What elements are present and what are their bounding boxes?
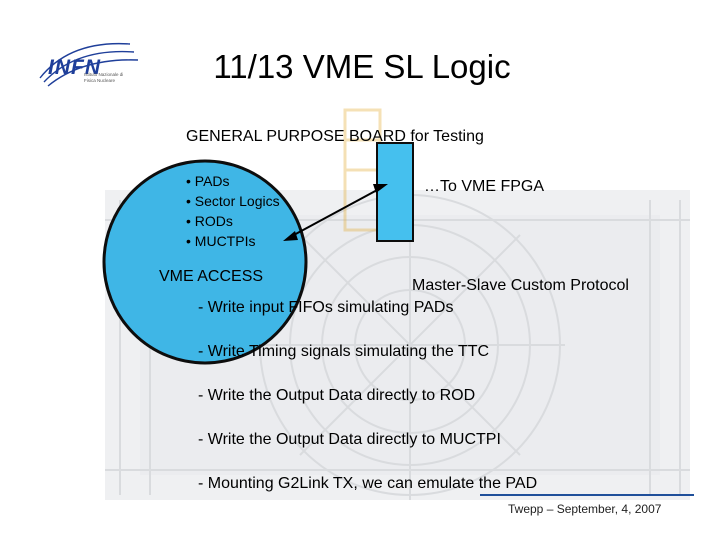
- vme-access-label: VME ACCESS: [159, 268, 264, 285]
- arrow-head-left: [283, 231, 298, 241]
- fpga-label: …To VME FPGA: [424, 178, 545, 195]
- target-item: • PADs: [186, 173, 230, 189]
- diagram-shapes: [102, 142, 414, 365]
- section-heading: GENERAL PURPOSE BOARD for Testing: [186, 128, 484, 145]
- target-list: • PADs • Sector Logics • RODs • MUCTPIs: [186, 171, 280, 251]
- target-item: • RODs: [186, 213, 233, 229]
- bullet-item: - Write Timing signals simulating the TT…: [198, 343, 490, 360]
- target-item: • Sector Logics: [186, 193, 280, 209]
- logo-name: INFN: [48, 56, 101, 79]
- vme-access-circle: [102, 159, 308, 365]
- logo-subtitle: Istituto Nazionale di Fisica Nucleare: [84, 72, 124, 83]
- arrow-head-right: [373, 184, 388, 193]
- bullet-item: - Write the Output Data directly to ROD: [198, 387, 476, 404]
- bullet-item: - Write input FIFOs simulating PADs: [198, 299, 454, 316]
- vme-fpga-box: [376, 142, 414, 242]
- connection-arrow: [291, 188, 380, 237]
- target-item: • MUCTPIs: [186, 233, 256, 249]
- page-title: 11/13 VME SL Logic: [213, 48, 511, 85]
- bullet-item: - Write the Output Data directly to MUCT…: [198, 431, 501, 448]
- infn-logo-icon: [39, 42, 139, 87]
- footer-text: Twepp – September, 4, 2007: [508, 502, 662, 516]
- bullet-item: - Mounting G2Link TX, we can emulate the…: [198, 475, 538, 492]
- footer-divider: [480, 494, 694, 496]
- protocol-label: Master-Slave Custom Protocol: [412, 277, 629, 294]
